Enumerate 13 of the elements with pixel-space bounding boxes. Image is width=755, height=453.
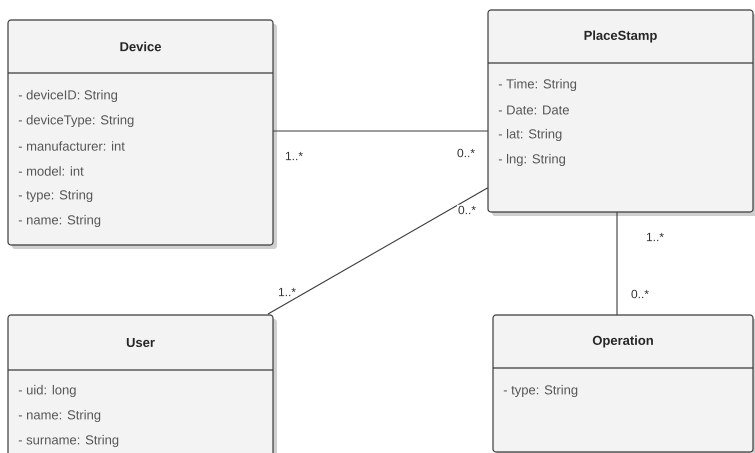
association-line <box>268 188 488 314</box>
class-box: Operation - type: String <box>492 314 755 453</box>
multiplicity-label: 1..* <box>284 150 304 162</box>
multiplicity-label: 0..* <box>457 204 477 216</box>
class-box: PlaceStamp - Time: String - Date: Date - lat: String - lng: String <box>487 9 755 216</box>
multiplicity-label: 1..* <box>645 232 666 242</box>
multiplicity-label: 0..* <box>630 288 650 300</box>
multiplicity-label: 0..* <box>456 148 476 158</box>
association-line <box>616 212 618 314</box>
class-box: Device - deviceID: String - deviceType: String - manufacturer: int - model: int - type: String - name: String <box>7 19 277 249</box>
multiplicity-label: 1..* <box>277 286 297 298</box>
association-line <box>274 130 488 132</box>
class-box: User - uid: long - name: String - surname: String <box>7 314 277 453</box>
